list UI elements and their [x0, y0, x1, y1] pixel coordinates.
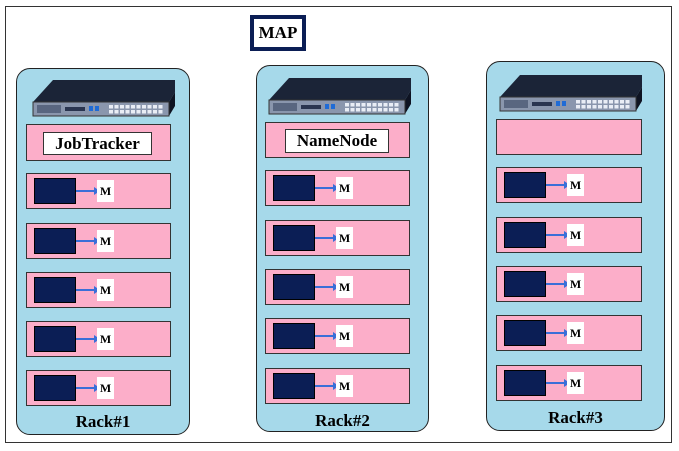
rack-1-map-task: M	[97, 230, 114, 252]
rack-3-map-arrow	[546, 181, 570, 189]
map-title-label: MAP	[254, 19, 302, 47]
rack-1-data-block	[34, 228, 76, 254]
rack-3-map-arrow	[546, 231, 570, 239]
rack-3-master-node	[496, 119, 642, 155]
rack-server-icon	[32, 80, 175, 117]
rack-2-map-arrow	[315, 332, 339, 340]
rack-2-data-block	[273, 274, 315, 300]
rack-1-map-arrow	[76, 335, 100, 343]
rack-1-data-block	[34, 277, 76, 303]
rack-2-label: Rack#2	[315, 411, 370, 430]
rack-3-label: Rack#3	[548, 408, 603, 427]
rack-2-map-arrow	[315, 283, 339, 291]
rack-1-label: Rack#1	[75, 412, 131, 431]
rack-2-data-block	[273, 225, 315, 251]
rack-3-map-arrow	[546, 280, 570, 288]
rack-1-map-task: M	[97, 328, 114, 350]
rack-3-map-task: M	[567, 273, 584, 295]
rack-1-role-label: JobTracker	[43, 132, 152, 155]
rack-1-data-block	[34, 178, 76, 204]
rack-2-map-arrow	[315, 382, 339, 390]
rack-2-data-block	[273, 323, 315, 349]
rack-2-map-task: M	[336, 227, 353, 249]
rack-3-map-task: M	[567, 174, 584, 196]
rack-1-map-arrow	[76, 187, 100, 195]
rack-3-map-task: M	[567, 372, 584, 394]
rack-2-map-task: M	[336, 177, 353, 199]
rack-3-map-task: M	[567, 322, 584, 344]
rack-1-data-block	[34, 326, 76, 352]
rack-3-data-block	[504, 370, 546, 396]
map-title: MAP	[250, 15, 306, 51]
rack-3-map-arrow	[546, 329, 570, 337]
rack-2-role-label: NameNode	[285, 129, 389, 153]
rack-3-data-block	[504, 271, 546, 297]
rack-3-data-block	[504, 320, 546, 346]
rack-server-icon	[268, 78, 411, 115]
rack-2-map-task: M	[336, 375, 353, 397]
rack-2-map-task: M	[336, 325, 353, 347]
rack-3-map-task: M	[567, 224, 584, 246]
rack-1-map-task: M	[97, 279, 114, 301]
rack-2-map-arrow	[315, 234, 339, 242]
rack-3-data-block	[504, 222, 546, 248]
rack-1-map-arrow	[76, 384, 100, 392]
rack-1-data-block	[34, 375, 76, 401]
rack-3-map-arrow	[546, 379, 570, 387]
rack-2-map-arrow	[315, 184, 339, 192]
rack-2-data-block	[273, 373, 315, 399]
rack-1-map-arrow	[76, 237, 100, 245]
rack-2-data-block	[273, 175, 315, 201]
rack-server-icon	[499, 75, 642, 112]
rack-1-map-arrow	[76, 286, 100, 294]
rack-1-map-task: M	[97, 180, 114, 202]
rack-2-map-task: M	[336, 276, 353, 298]
rack-1-map-task: M	[97, 377, 114, 399]
rack-3-data-block	[504, 172, 546, 198]
